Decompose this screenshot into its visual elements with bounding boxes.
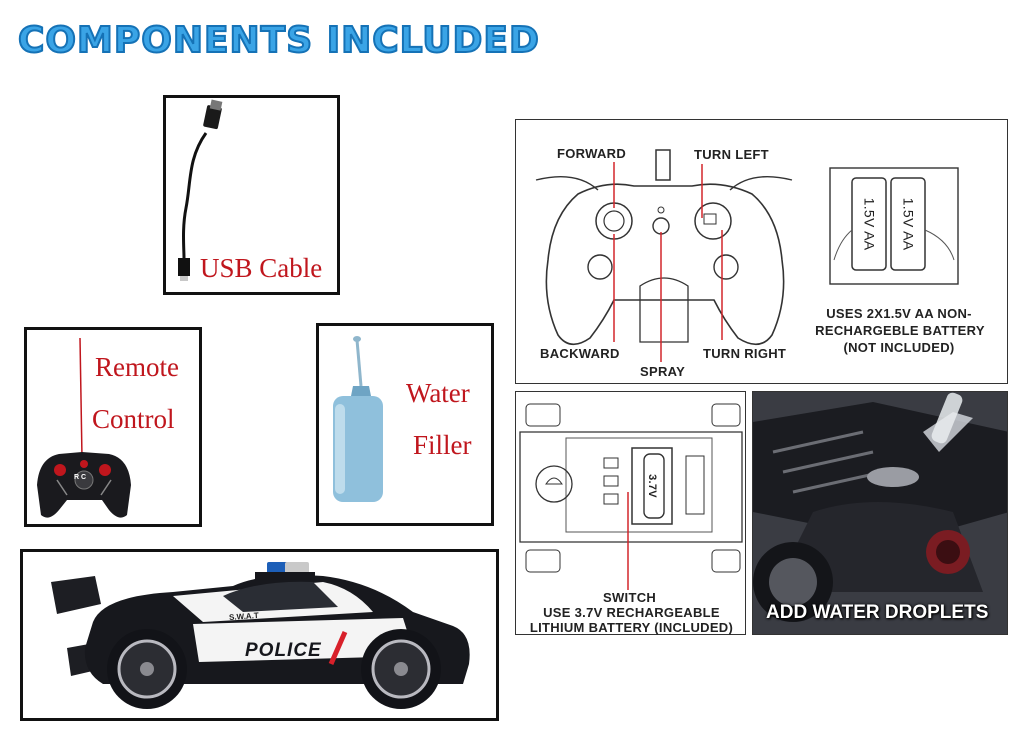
add-water-caption: ADD WATER DROPLETS: [766, 602, 989, 623]
water-filler-panel: Water Filler: [316, 323, 494, 526]
label-turn-right: TURN RIGHT: [703, 346, 787, 361]
battery-note-line3: (NOT INCLUDED): [843, 340, 955, 355]
battery-note-line1: USES 2X1.5V AA NON-: [826, 306, 972, 321]
chassis-note-line2: LITHIUM BATTERY (INCLUDED): [529, 620, 734, 635]
remote-control-illustration: [37, 337, 131, 518]
chassis-diagram-panel: 3.7V SWITCH USE 3.7V RECHARGEABLE LITHIU…: [515, 391, 746, 635]
water-filler-illustration: [333, 336, 383, 502]
remote-label-line1: Remote: [95, 352, 179, 382]
label-switch: SWITCH: [603, 590, 657, 605]
remote-label-line2: Control: [92, 404, 175, 434]
page-title: COMPONENTS INCLUDED: [17, 19, 540, 62]
water-filler-label-line1: Water: [406, 378, 470, 408]
battery-a-label: 1.5V AA: [861, 197, 878, 251]
label-spray: SPRAY: [640, 364, 686, 379]
car-close-up-illustration: [753, 392, 1007, 634]
car-police-decal: POLICE: [245, 640, 322, 661]
car-photo-panel: S.W.A.T POLICE: [20, 549, 499, 721]
battery-note-line2: RECHARGEBLE BATTERY: [815, 323, 985, 338]
controller-outline-diagram: [535, 149, 959, 362]
chassis-outline-diagram: [519, 403, 743, 590]
controller-diagram-panel: FORWARD TURN LEFT BACKWARD SPRAY TURN RI…: [515, 119, 1008, 384]
water-filler-label-line2: Filler: [413, 430, 472, 460]
battery-b-label: 1.5V AA: [900, 197, 917, 251]
remote-badge: R C: [74, 474, 87, 481]
label-backward: BACKWARD: [540, 346, 620, 361]
usb-cable-panel: USB Cable: [163, 95, 340, 295]
remote-control-panel: R C Remote Control: [24, 327, 202, 527]
add-water-photo-panel: ADD WATER DROPLETS: [752, 391, 1008, 635]
usb-cable-illustration: [178, 99, 223, 281]
label-turn-left: TURN LEFT: [694, 147, 769, 162]
chassis-battery-label: 3.7V: [645, 474, 658, 498]
label-forward: FORWARD: [557, 146, 627, 161]
police-car-illustration: [51, 562, 470, 709]
usb-cable-label: USB Cable: [200, 253, 323, 283]
chassis-note-line1: USE 3.7V RECHARGEABLE: [543, 605, 720, 620]
